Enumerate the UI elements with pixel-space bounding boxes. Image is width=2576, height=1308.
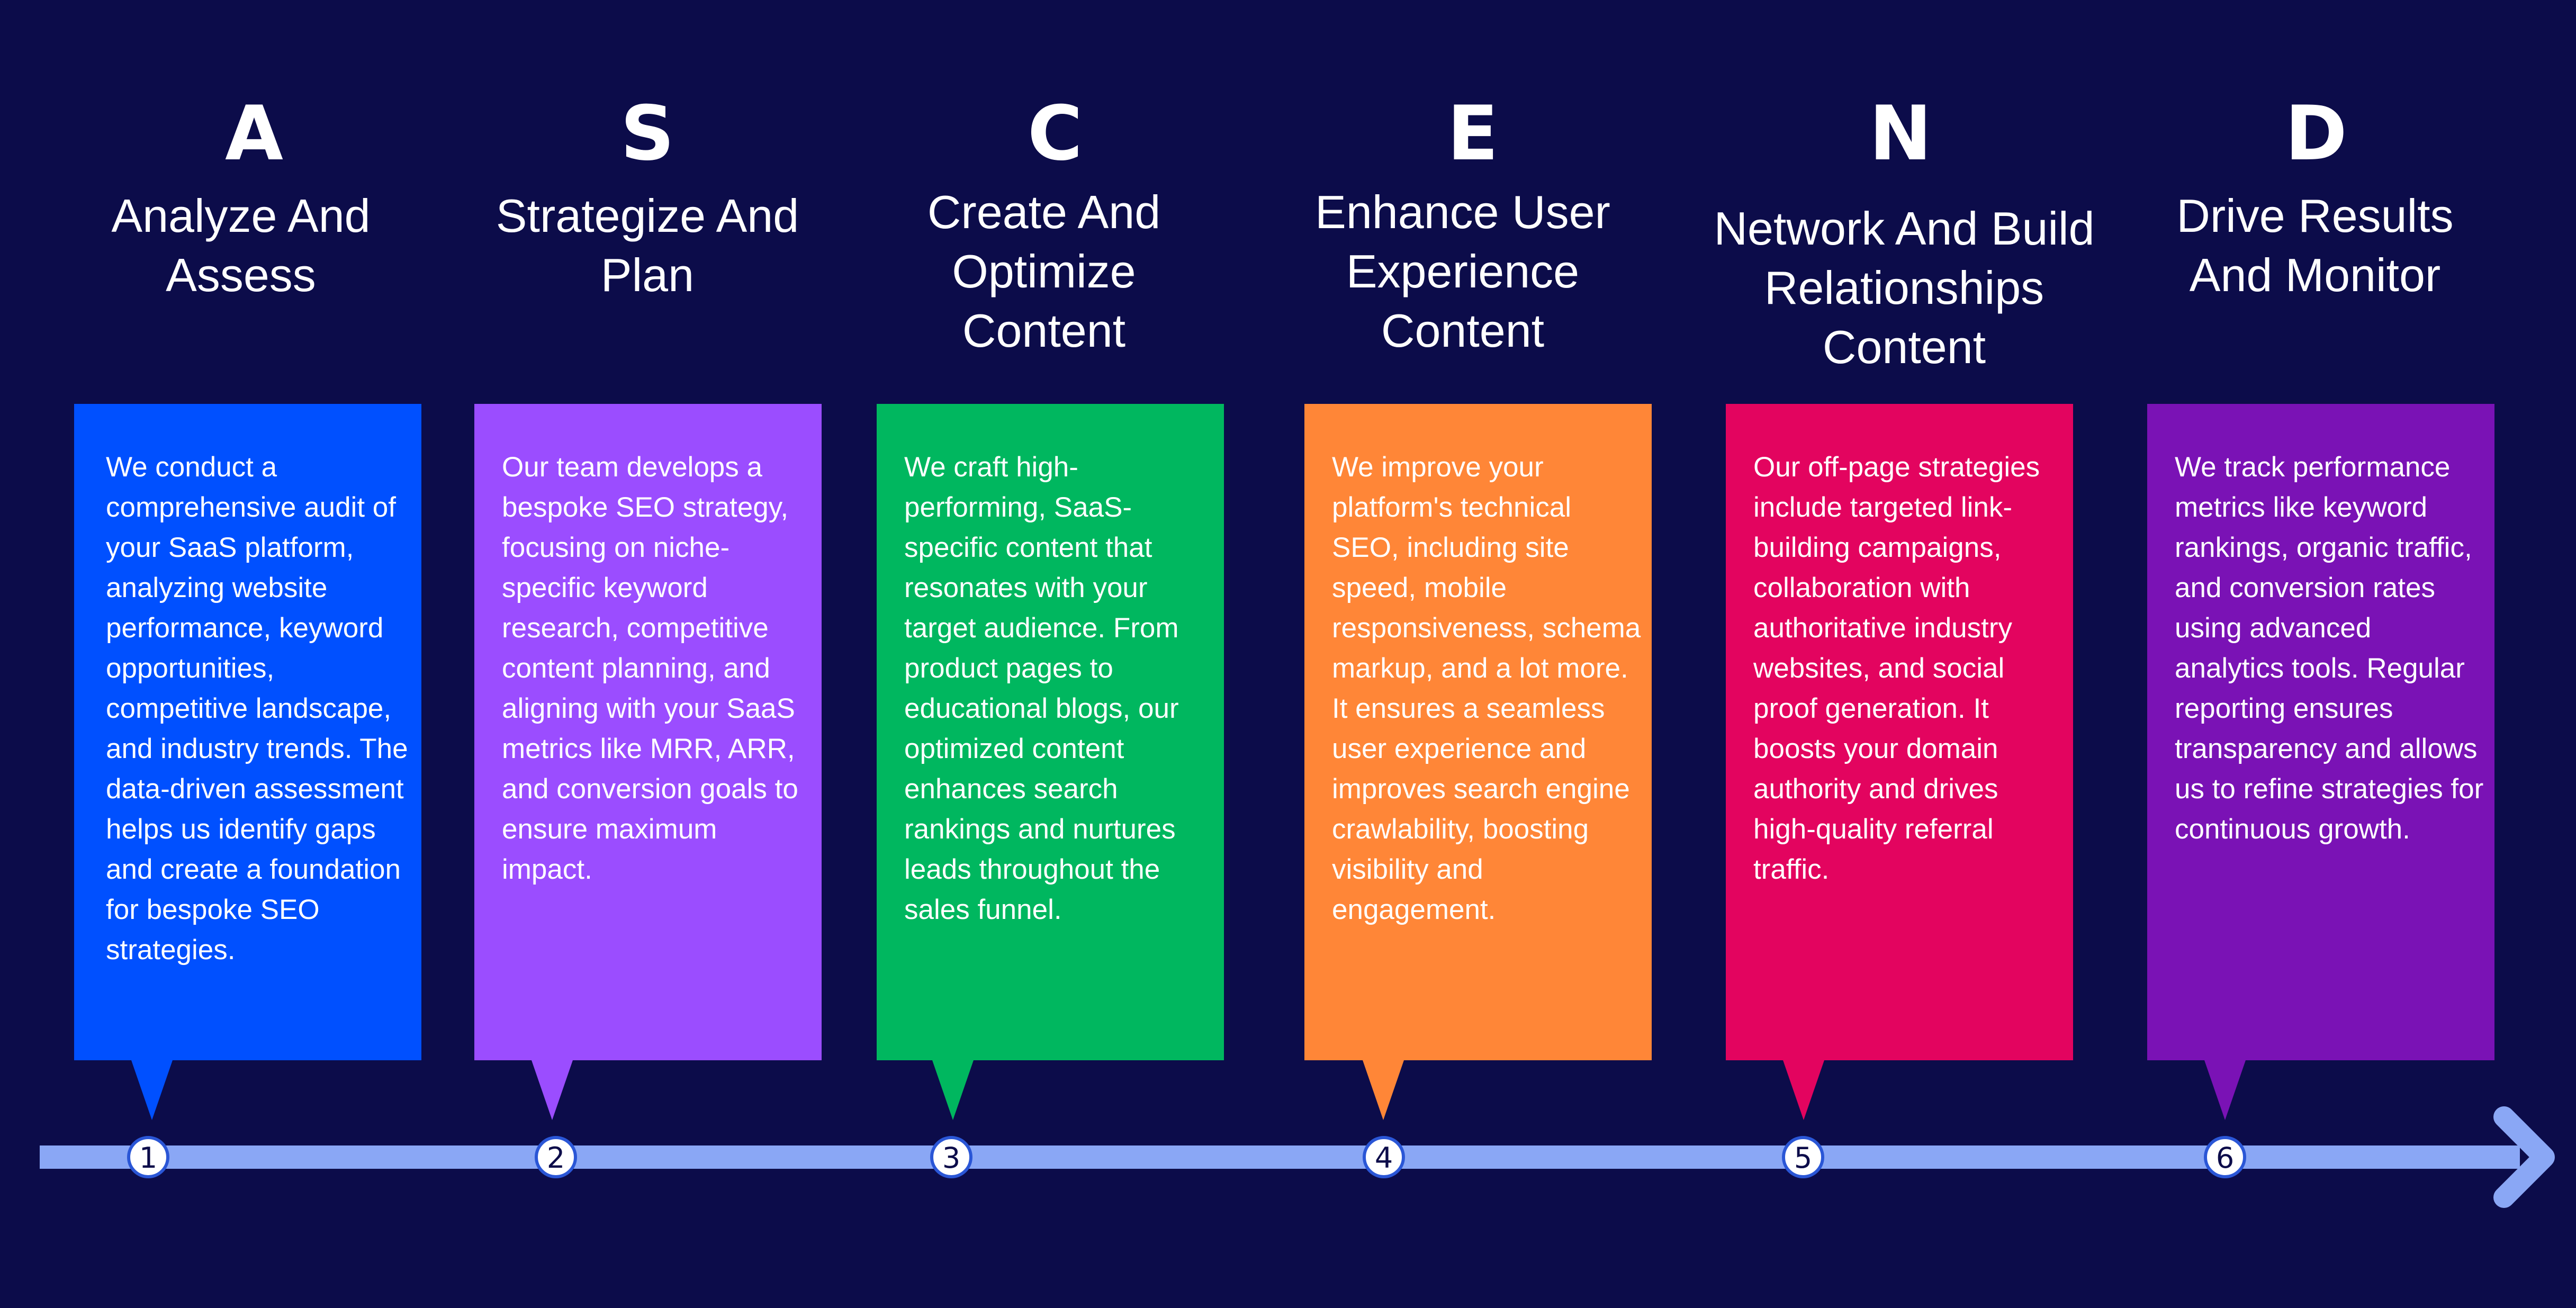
card-pointer — [1782, 1059, 1825, 1120]
step-title-line: Analyze And — [111, 190, 371, 242]
card-pointer — [2204, 1059, 2246, 1120]
step-title-line: Relationships — [1764, 261, 2044, 314]
step-letter: N — [1869, 90, 1932, 177]
timeline-node: 4 — [1363, 1136, 1405, 1178]
step-card: We track performance metrics like keywor… — [2147, 404, 2494, 1060]
timeline-node: 5 — [1782, 1136, 1824, 1178]
step-card: We conduct a comprehensive audit of your… — [74, 404, 421, 1060]
step-title-line: Content — [962, 304, 1126, 357]
timeline-arrowhead — [2493, 1106, 2555, 1208]
timeline-node-label: 1 — [139, 1141, 157, 1175]
step-title: Enhance User Experience Content — [1272, 183, 1653, 360]
step-title-line: Assess — [166, 249, 316, 301]
card-pointer — [932, 1059, 974, 1120]
step-letter: S — [620, 90, 675, 177]
step-title: Drive Results And Monitor — [2124, 186, 2506, 305]
step-title: Network And Build Relationships Content — [1714, 199, 2095, 377]
step-title-line: Experience — [1346, 245, 1580, 297]
step-title-line: Plan — [600, 249, 695, 301]
step-title-line: Content — [1381, 304, 1545, 357]
card-pointer — [1362, 1059, 1404, 1120]
step-title-line: And Monitor — [2189, 249, 2441, 301]
timeline-node: 1 — [127, 1136, 169, 1178]
card-pointer — [531, 1059, 573, 1120]
timeline-node-label: 4 — [1375, 1141, 1393, 1175]
timeline-node-label: 6 — [2216, 1141, 2234, 1175]
timeline-node: 6 — [2204, 1136, 2246, 1178]
step-letter: A — [225, 90, 283, 177]
step-card: Our team develops a bespoke SEO strategy… — [474, 404, 822, 1060]
step-title-line: Optimize — [952, 245, 1136, 297]
step-title-line: Create And — [927, 186, 1161, 238]
timeline-bar — [40, 1145, 2520, 1169]
step-title: Analyze And Assess — [50, 186, 431, 305]
timeline-node-label: 5 — [1794, 1141, 1812, 1175]
step-letter: C — [1027, 90, 1083, 177]
step-letter: D — [2285, 90, 2347, 177]
card-pointer — [131, 1059, 173, 1120]
step-card: We craft high-performing, SaaS-specific … — [877, 404, 1224, 1060]
step-card: We improve your platform's technical SEO… — [1304, 404, 1652, 1060]
step-letter: E — [1447, 90, 1499, 177]
step-title-line: Network And Build — [1714, 202, 2095, 255]
step-title: Strategize And Plan — [457, 186, 838, 305]
step-title-line: Strategize And — [496, 190, 799, 242]
timeline-node-label: 2 — [547, 1141, 565, 1175]
timeline-node: 3 — [930, 1136, 972, 1178]
step-card: Our off-page strategies include targeted… — [1726, 404, 2073, 1060]
step-title-line: Content — [1822, 321, 1986, 373]
step-title-line: Drive Results — [2176, 190, 2454, 242]
timeline-node-label: 3 — [942, 1141, 960, 1175]
step-title-line: Enhance User — [1315, 186, 1610, 238]
step-title: Create And Optimize Content — [853, 183, 1235, 360]
timeline-node: 2 — [535, 1136, 577, 1178]
